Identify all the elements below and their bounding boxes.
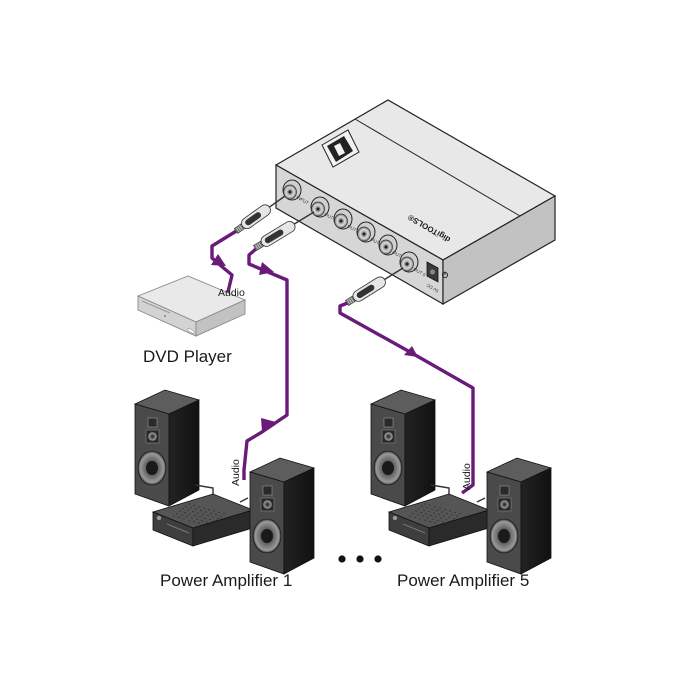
amp1-audio-label: Audio xyxy=(230,459,242,486)
speaker-wire xyxy=(476,497,486,503)
rca-plug-out5 xyxy=(344,267,404,306)
device-top-seam xyxy=(354,118,521,217)
dvd-player-label: DVD Player xyxy=(143,347,232,366)
ellipsis-dot xyxy=(374,555,382,563)
port-label: OUT 2 xyxy=(347,224,361,235)
port-out5: OUT 5 xyxy=(399,251,427,278)
rca-plug-input xyxy=(233,195,286,234)
speaker-right-1 xyxy=(248,457,316,575)
tweeter-icon xyxy=(147,417,158,428)
ellipsis xyxy=(338,555,382,563)
arrow-down-icon xyxy=(261,418,276,432)
port-row: INPUT OUT 1 OUT 2 OUT 3 OUT 4 OUT 5 xyxy=(282,179,427,278)
power-label: 5V DC xyxy=(425,282,440,293)
power-amplifier-5 xyxy=(387,493,491,547)
power-icon xyxy=(441,271,449,279)
port-out2: OUT 2 xyxy=(333,208,361,235)
speaker-left-1 xyxy=(133,389,201,507)
arrow-up-icon xyxy=(211,254,226,266)
knob-icon xyxy=(156,515,162,521)
speaker-wire xyxy=(239,497,249,503)
arrow-down-icon xyxy=(404,346,418,357)
cables xyxy=(210,228,475,495)
dvd-player xyxy=(136,275,247,409)
rca-plugs xyxy=(233,195,404,306)
amplifier-group-1 xyxy=(133,389,316,575)
ellipsis-dot xyxy=(338,555,346,563)
knob-icon xyxy=(392,515,398,521)
port-label: OUT 1 xyxy=(324,212,338,223)
amp1-label: Power Amplifier 1 xyxy=(160,571,292,590)
port-label: OUT 4 xyxy=(392,250,406,261)
device-side-panel xyxy=(442,194,556,306)
amp5-label: Power Amplifier 5 xyxy=(397,571,529,590)
kramer-logo-icon xyxy=(321,129,360,168)
amp5-audio-label: Audio xyxy=(461,463,473,490)
cable-out1-to-amp1 xyxy=(242,246,289,480)
tweeter-icon xyxy=(262,485,273,496)
ellipsis-dot xyxy=(356,555,364,563)
speaker-left-5 xyxy=(369,389,437,507)
port-out1: OUT 1 xyxy=(310,196,338,223)
port-out3: OUT 3 xyxy=(356,221,384,248)
port-in: INPUT xyxy=(282,179,310,206)
tweeter-icon xyxy=(383,417,394,428)
tweeter-icon xyxy=(499,485,510,496)
port-label: INPUT xyxy=(296,195,310,206)
port-out4: OUT 4 xyxy=(378,234,406,261)
arrow-down-icon xyxy=(259,262,274,275)
power-jack: 5V DC xyxy=(425,261,440,293)
port-label: OUT 3 xyxy=(370,237,384,248)
port-label: OUT 5 xyxy=(413,267,427,278)
amplifier-group-5 xyxy=(369,389,553,575)
dvd-audio-label: Audio xyxy=(218,287,245,299)
rca-plug-out1 xyxy=(253,211,315,251)
speaker-right-5 xyxy=(485,457,553,575)
